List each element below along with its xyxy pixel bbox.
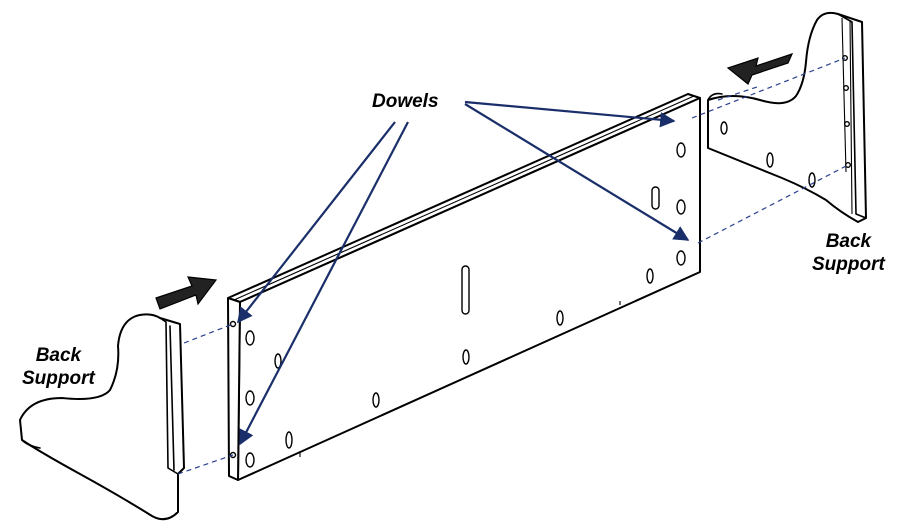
- callout-arrows: [237, 100, 690, 446]
- alignment-guides: [177, 57, 849, 475]
- callout-arrow-icon: [239, 121, 409, 446]
- back-support-left-line2: Support: [22, 368, 95, 389]
- panel-hole: [676, 250, 686, 266]
- panel-hole: [646, 268, 654, 284]
- right-back-support: [707, 11, 867, 223]
- panel-hole: [676, 142, 686, 158]
- back-support-right-line1: Back: [825, 231, 872, 252]
- panel-slot: [651, 186, 660, 210]
- dowel-icon: [843, 84, 850, 91]
- panel-hole: [245, 452, 255, 468]
- back-support-right-line2: Support: [812, 254, 885, 275]
- back-support-left-label: Back Support: [22, 344, 95, 390]
- support-hole: [720, 121, 728, 135]
- left-back-support: [19, 313, 185, 521]
- dowel-icon: [845, 161, 852, 168]
- dowels-label: Dowels: [372, 90, 439, 113]
- dowel-icon: [844, 120, 851, 127]
- panel-slot: [461, 265, 470, 315]
- support-hole: [766, 152, 774, 168]
- callout-arrow-icon: [464, 100, 676, 128]
- back-panel: [227, 93, 701, 481]
- panel-hole: [556, 310, 564, 326]
- panel-hole: [285, 431, 293, 449]
- panel-hole: [372, 392, 380, 408]
- panel-hole: [462, 349, 470, 365]
- panel-hole: [676, 199, 686, 215]
- panel-hole: [245, 390, 255, 406]
- back-support-left-line1: Back: [35, 345, 82, 366]
- callout-arrow-icon: [464, 103, 690, 241]
- dowel-icon: [229, 320, 237, 328]
- panel-hole: [245, 330, 255, 346]
- push-arrow-icon: [726, 53, 794, 85]
- push-arrow-icon: [155, 276, 218, 310]
- dowels-label-text: Dowels: [372, 91, 439, 112]
- callout-arrow-icon: [237, 121, 396, 324]
- panel-hole: [274, 353, 282, 369]
- back-support-right-label: Back Support: [812, 230, 885, 276]
